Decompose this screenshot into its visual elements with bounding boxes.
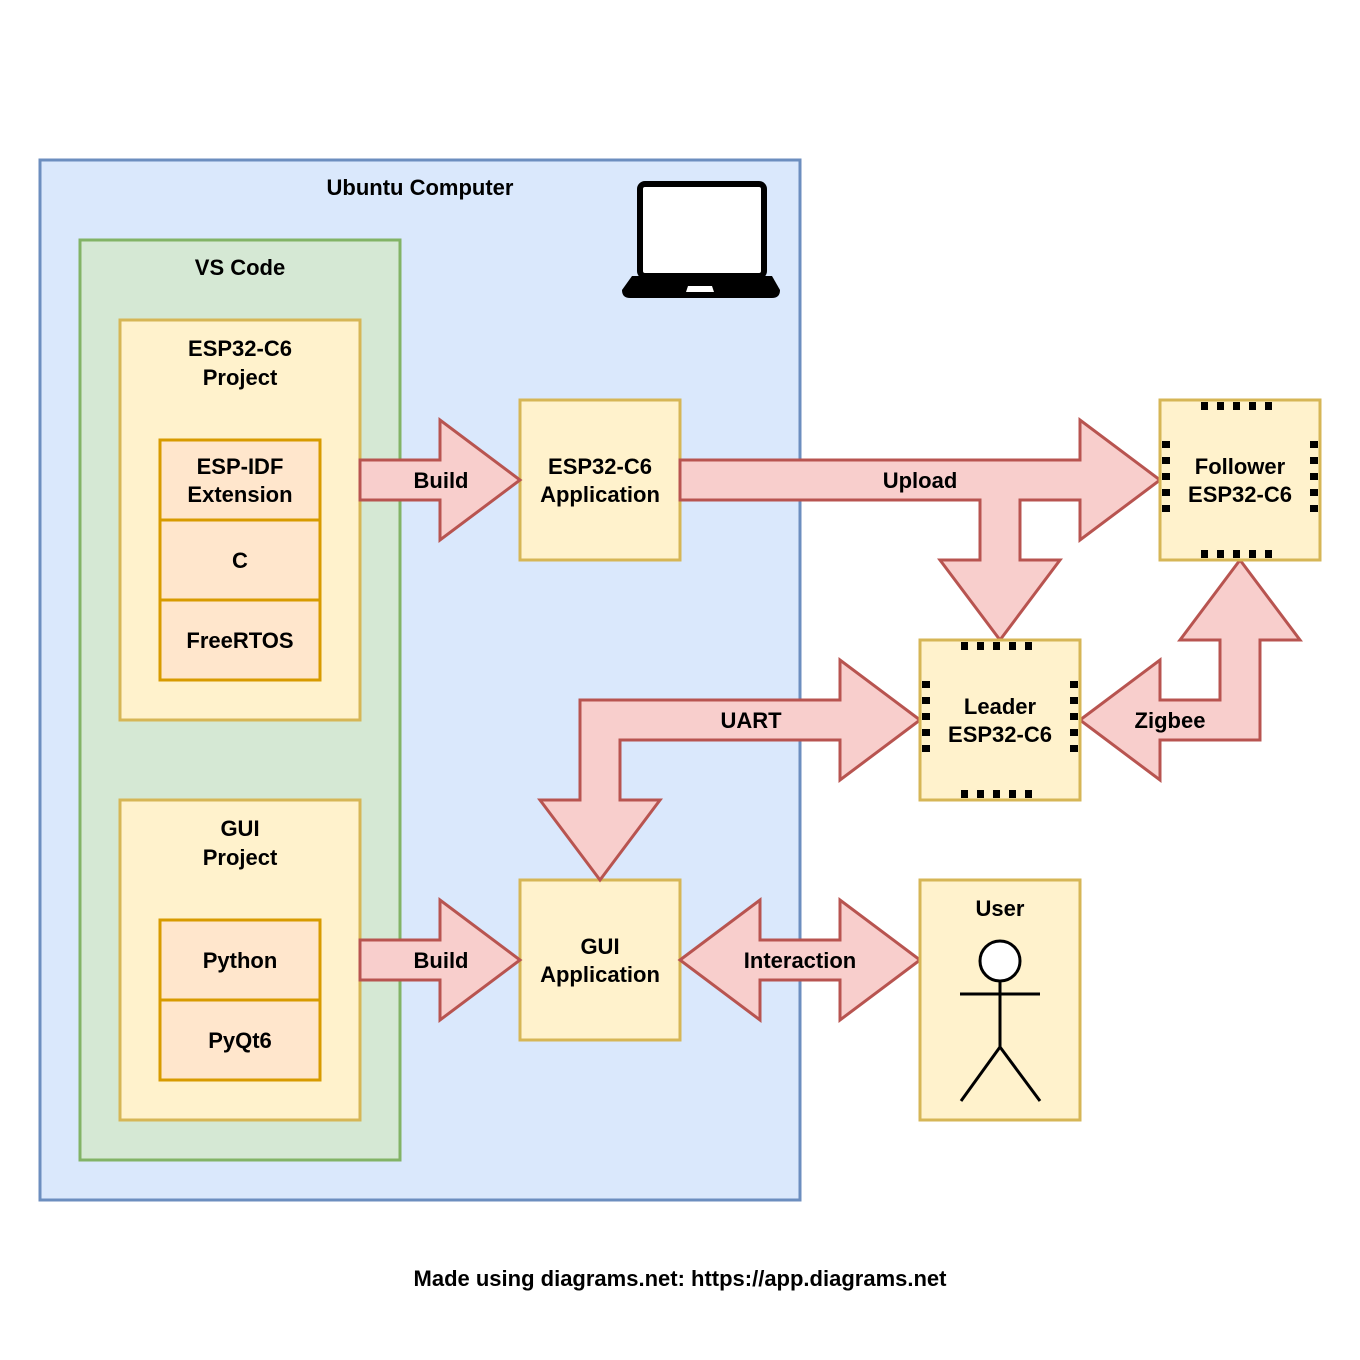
build-esp-label: Build xyxy=(414,468,469,493)
interaction-label: Interaction xyxy=(744,948,856,973)
zigbee-label: Zigbee xyxy=(1135,708,1206,733)
esp32-project-title-line1: ESP32-C6 xyxy=(188,336,292,361)
zigbee-arrow xyxy=(1077,557,1303,783)
c-language-label: C xyxy=(232,548,248,573)
build-gui-label: Build xyxy=(414,948,469,973)
pyqt6-label: PyQt6 xyxy=(208,1028,272,1053)
build-esp-arrow xyxy=(358,417,523,543)
vscode-title: VS Code xyxy=(195,255,285,280)
esp-idf-extension-box xyxy=(158,438,322,522)
leader-label-line1: Leader xyxy=(964,694,1037,719)
leader-chip-icon xyxy=(918,638,1082,802)
upload-label: Upload xyxy=(883,468,958,493)
follower-label-line1: Follower xyxy=(1195,454,1286,479)
gui-application-line1: GUI xyxy=(580,934,619,959)
ubuntu-computer-title: Ubuntu Computer xyxy=(327,175,514,200)
gui-project-title-line1: GUI xyxy=(220,816,259,841)
leader-label-line2: ESP32-C6 xyxy=(948,722,1052,747)
esp32-project-title-line2: Project xyxy=(203,365,278,390)
esp-idf-label-line1: ESP-IDF xyxy=(197,454,284,479)
uart-label: UART xyxy=(720,708,782,733)
stick-figure-icon xyxy=(959,939,1042,1102)
follower-label-line2: ESP32-C6 xyxy=(1188,482,1292,507)
esp32-application-box xyxy=(518,398,682,562)
follower-chip-icon xyxy=(1158,398,1322,562)
c-language-box xyxy=(158,518,322,602)
uart-arrow xyxy=(537,657,923,883)
build-gui-arrow xyxy=(358,897,523,1023)
upload-arrow xyxy=(678,417,1163,643)
gui-project-title-line2: Project xyxy=(203,845,278,870)
gui-application-box xyxy=(518,878,682,1042)
python-label: Python xyxy=(203,948,278,973)
freertos-label: FreeRTOS xyxy=(186,628,293,653)
freertos-box xyxy=(158,598,322,682)
esp32-application-line1: ESP32-C6 xyxy=(548,454,652,479)
esp-idf-label-line2: Extension xyxy=(187,482,292,507)
esp32-application-line2: Application xyxy=(540,482,660,507)
gui-application-line2: Application xyxy=(540,962,660,987)
laptop-icon xyxy=(622,181,780,298)
user-label: User xyxy=(976,896,1025,921)
pyqt6-box xyxy=(158,998,322,1082)
footer-credit: Made using diagrams.net: https://app.dia… xyxy=(413,1266,947,1291)
